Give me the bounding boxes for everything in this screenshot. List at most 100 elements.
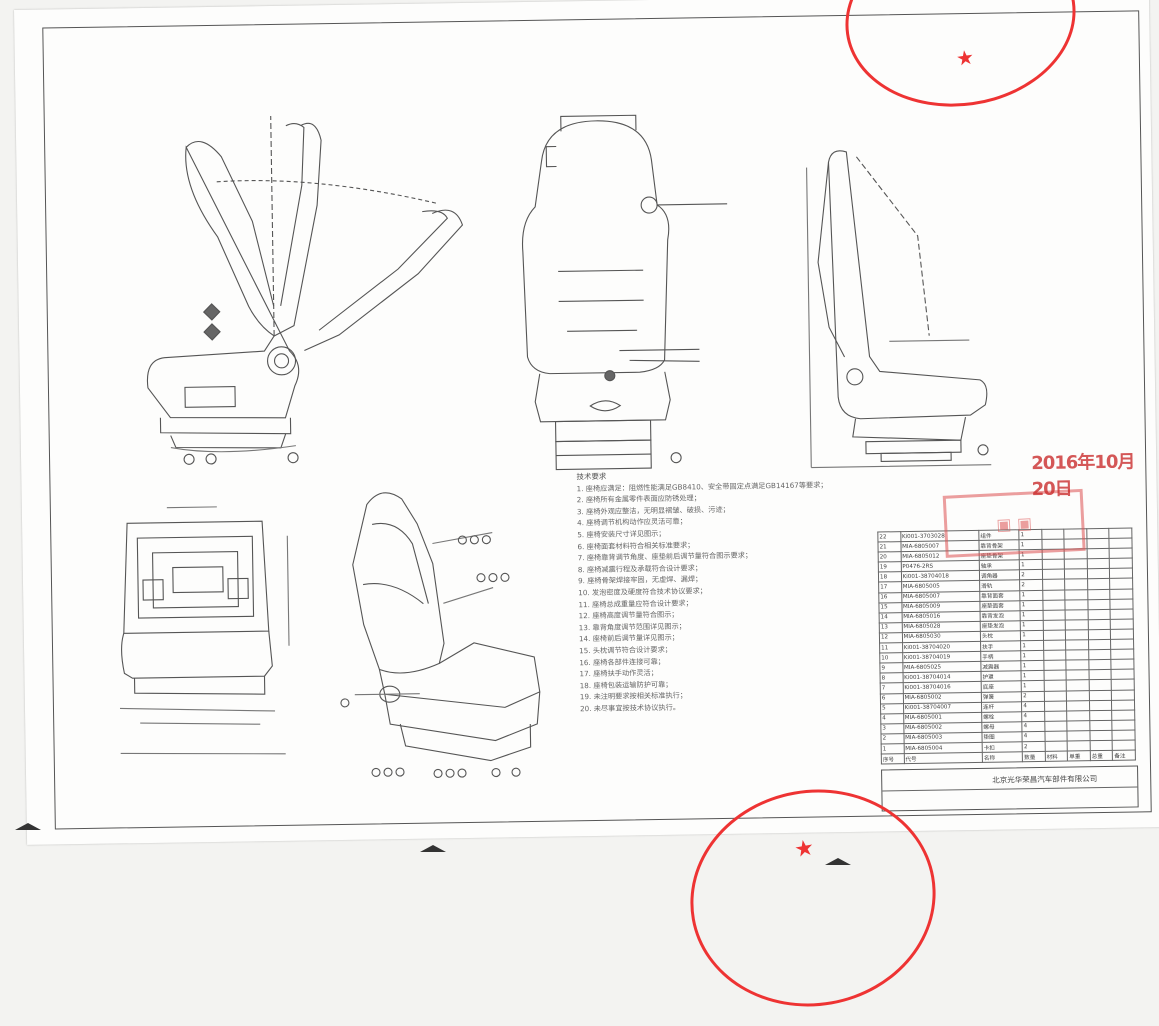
edge-mark <box>420 845 446 852</box>
bom-cell-qty: 1 <box>1020 640 1044 651</box>
bom-cell-qty: 1 <box>1020 600 1043 611</box>
bom-cell-name: 轴承 <box>979 560 1020 571</box>
bom-cell-empty <box>1109 558 1133 569</box>
bom-cell-empty <box>1109 568 1133 579</box>
bom-cell-empty <box>1110 628 1134 640</box>
bom-cell-qty: 2 <box>1019 569 1043 581</box>
bom-cell-no: 11 <box>879 642 903 654</box>
bom-cell-empty <box>1042 569 1065 580</box>
technical-drawings <box>119 114 992 778</box>
bom-cell-empty <box>1066 680 1090 691</box>
bom-cell-empty <box>1042 589 1066 601</box>
bom-cell-empty <box>1065 629 1089 641</box>
bom-cell-no: 16 <box>878 592 902 603</box>
bom-cell-empty <box>1112 739 1136 751</box>
bom-cell-no: 3 <box>880 723 904 734</box>
bom-cell-qty: 1 <box>1020 630 1044 641</box>
bom-cell-no: 7 <box>880 683 903 694</box>
bom-cell-name: 弹簧 <box>981 691 1022 702</box>
bom-cell-no: 2 <box>880 733 904 744</box>
bom-cell-empty <box>1065 589 1088 600</box>
bom-header-code: 代号 <box>903 752 983 764</box>
bom-cell-name: 座垫面套 <box>979 600 1021 612</box>
bom-cell-empty <box>1089 679 1112 691</box>
bom-cell-empty <box>1065 599 1088 610</box>
bom-cell-empty <box>1065 639 1089 651</box>
bom-cell-empty <box>1086 548 1110 559</box>
bom-cell-empty <box>1042 609 1066 621</box>
edge-mark <box>15 823 41 830</box>
bom-cell-name: 卡扣 <box>982 741 1023 753</box>
company-name: 北京光华荣昌汽车部件有限公司 <box>992 774 1098 785</box>
bom-cell-name: 螺母 <box>981 721 1023 733</box>
bom-cell-empty <box>1088 639 1112 650</box>
bom-cell-qty: 1 <box>1021 660 1044 672</box>
bom-cell-empty <box>1044 690 1067 701</box>
bom-cell-empty <box>1086 528 1110 539</box>
bom-cell-empty <box>1064 569 1088 580</box>
bom-cell-empty <box>1109 528 1132 539</box>
bom-cell-no: 18 <box>878 572 902 583</box>
bom-cell-empty <box>1064 558 1088 570</box>
bom-cell-empty <box>1042 599 1066 611</box>
title-block: 北京光华荣昌汽车部件有限公司 <box>881 765 1139 812</box>
bom-cell-empty <box>1111 659 1134 670</box>
bom-header-remark: 备注 <box>1112 750 1136 761</box>
bom-cell-name: 手柄 <box>980 650 1022 662</box>
bom-cell-no: 4 <box>880 713 904 724</box>
bom-cell-no: 9 <box>879 662 903 674</box>
bom-cell-empty <box>1088 669 1112 681</box>
bom-cell-name: 滑轨 <box>979 580 1020 591</box>
bom-cell-empty <box>1044 730 1068 742</box>
isometric-view-seat <box>340 492 541 778</box>
bom-header-qty: 数量 <box>1022 751 1046 762</box>
bom-cell-empty <box>1110 598 1134 610</box>
bom-cell-no: 20 <box>878 551 901 563</box>
bom-header-weight: 单重 <box>1067 750 1091 762</box>
bom-cell-empty <box>1066 700 1090 711</box>
bom-cell-qty: 2 <box>1019 579 1043 591</box>
bom-cell-no: 6 <box>880 693 904 704</box>
bom-cell-empty <box>1088 619 1111 630</box>
bom-cell-empty <box>1087 558 1110 570</box>
bom-cell-empty <box>1111 679 1135 690</box>
bom-cell-empty <box>1087 568 1111 580</box>
bom-cell-qty: 2 <box>1022 741 1046 752</box>
technical-notes: 技术要求 1. 座椅应满足：阻燃性能满足GB8410、安全带固定点满足GB141… <box>576 466 910 715</box>
bom-cell-no: 8 <box>880 672 903 684</box>
bom-cell-name: 垫圈 <box>981 731 1023 743</box>
bom-cell-no: 17 <box>878 582 902 593</box>
drawing-sheet: 技术要求 1. 座椅应满足：阻燃性能满足GB8410、安全带固定点满足GB141… <box>14 0 1159 845</box>
bom-cell-empty <box>1066 670 1090 681</box>
bom-cell-empty <box>1111 669 1135 680</box>
bom-cell-empty <box>1067 720 1090 731</box>
bom-cell-empty <box>1042 579 1066 590</box>
bom-cell-empty <box>1089 720 1113 731</box>
date-stamp: 2016年10月20日 <box>1031 451 1135 501</box>
bom-cell-empty <box>1112 709 1135 721</box>
bom-cell-no: 13 <box>879 622 902 633</box>
bom-cell-name: 螺栓 <box>981 711 1023 723</box>
bom-cell-empty <box>1043 629 1066 641</box>
bom-cell-empty <box>1064 579 1088 590</box>
bom-cell-name: 靠背面套 <box>979 590 1021 602</box>
bom-cell-empty <box>1109 538 1133 549</box>
bom-cell-qty: 2 <box>1021 690 1045 702</box>
bom-cell-qty: 1 <box>1020 620 1044 631</box>
bom-cell-empty <box>1044 710 1068 722</box>
bom-cell-empty <box>1066 659 1089 671</box>
bom-cell-empty <box>1043 680 1067 691</box>
bom-cell-empty <box>1110 588 1133 600</box>
bom-cell-empty <box>1044 720 1068 732</box>
bom-cell-empty <box>1109 548 1133 559</box>
bom-header-material: 材料 <box>1045 751 1068 762</box>
bom-cell-empty <box>1065 609 1089 620</box>
front-view-seat <box>521 114 728 471</box>
bom-cell-empty <box>1066 690 1090 701</box>
bom-cell-qty: 1 <box>1020 650 1044 661</box>
bom-cell-empty <box>1066 649 1089 661</box>
bom-cell-empty <box>1111 689 1135 700</box>
bom-cell-empty <box>1067 740 1091 752</box>
bom-cell-empty <box>1089 730 1113 741</box>
bom-cell-qty: 1 <box>1020 610 1044 621</box>
